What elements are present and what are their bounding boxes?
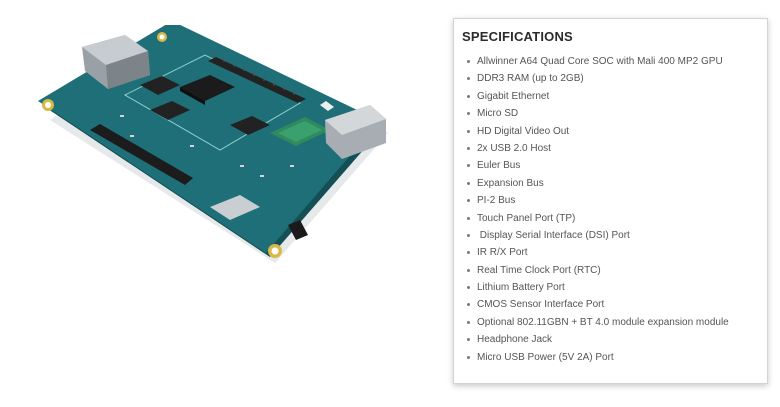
dot-icon: [467, 112, 470, 116]
board-illustration: [38, 25, 388, 263]
specifications-title: SPECIFICATIONS: [462, 29, 573, 44]
specifications-card: SPECIFICATIONS Allwinner A64 Quad Core S…: [453, 18, 768, 384]
spec-item-text: Allwinner A64 Quad Core SOC with Mali 40…: [477, 56, 723, 67]
spec-item: Expansion Bus: [462, 175, 757, 192]
dot-icon: [467, 338, 470, 342]
spec-item: Display Serial Interface (DSI) Port: [462, 227, 757, 244]
spec-item-text: DDR3 RAM (up to 2GB): [477, 73, 584, 85]
dot-icon: [467, 146, 470, 150]
spec-item: CMOS Sensor Interface Port: [462, 296, 757, 313]
spec-item-text: IR R/X Port: [477, 247, 528, 259]
spec-item: HD Digital Video Out: [462, 123, 757, 140]
spec-item: Lithium Battery Port: [462, 279, 757, 296]
spec-item: Gigabit Ethernet: [462, 88, 757, 105]
spec-item: Micro SD: [462, 105, 757, 122]
product-image: [30, 25, 400, 275]
dot-icon: [467, 286, 470, 290]
dot-icon: [467, 233, 470, 237]
spec-item: Headphone Jack: [462, 331, 757, 348]
spec-item-text: Expansion Bus: [477, 177, 544, 189]
spec-item-text: Real Time Clock Port (RTC): [477, 264, 601, 276]
dot-icon: [467, 216, 470, 220]
spec-item: Micro USB Power (5V 2A) Port: [462, 349, 757, 366]
spec-item-text: HD Digital Video Out: [477, 125, 570, 137]
dot-icon: [467, 94, 470, 98]
spec-item: Allwinner A64 Quad Core SOC with Mali 40…: [462, 53, 757, 70]
spec-item: Touch Panel Port (TP): [462, 210, 757, 227]
spec-item: Real Time Clock Port (RTC): [462, 262, 757, 279]
dot-icon: [467, 268, 470, 272]
dot-icon: [467, 181, 470, 185]
spec-item: Euler Bus: [462, 157, 757, 174]
dot-icon: [467, 303, 470, 307]
dot-icon: [467, 320, 470, 324]
spec-item-text: Gigabit Ethernet: [477, 90, 550, 102]
spec-item-text: Display Serial Interface (DSI) Port: [477, 229, 630, 241]
spec-item: DDR3 RAM (up to 2GB): [462, 70, 757, 87]
dot-icon: [467, 77, 470, 81]
spec-item-text: 2x USB 2.0 Host: [477, 142, 551, 154]
spec-item: IR R/X Port: [462, 244, 757, 261]
spec-item: PI-2 Bus: [462, 192, 757, 209]
spec-item-text: Micro USB Power (5V 2A) Port: [477, 351, 614, 363]
dot-icon: [467, 60, 470, 63]
specifications-list: Allwinner A64 Quad Core SOC with Mali 40…: [462, 53, 757, 366]
dot-icon: [467, 251, 470, 255]
spec-item-text: Lithium Battery Port: [477, 282, 565, 294]
dot-icon: [467, 164, 470, 168]
dot-icon: [467, 199, 470, 203]
spec-item-text: Touch Panel Port (TP): [477, 212, 576, 224]
spec-item-text: CMOS Sensor Interface Port: [477, 299, 605, 311]
spec-item: Optional 802.11GBN + BT 4.0 module expan…: [462, 314, 757, 331]
dot-icon: [467, 129, 470, 133]
spec-item-text: Micro SD: [477, 108, 519, 120]
spec-item: 2x USB 2.0 Host: [462, 140, 757, 157]
dot-icon: [467, 355, 470, 359]
spec-item-text: PI-2 Bus: [477, 195, 516, 207]
spec-item-text: Headphone Jack: [477, 334, 553, 346]
spec-item-text: Euler Bus: [477, 160, 521, 172]
spec-item-text: Optional 802.11GBN + BT 4.0 module expan…: [477, 316, 729, 328]
